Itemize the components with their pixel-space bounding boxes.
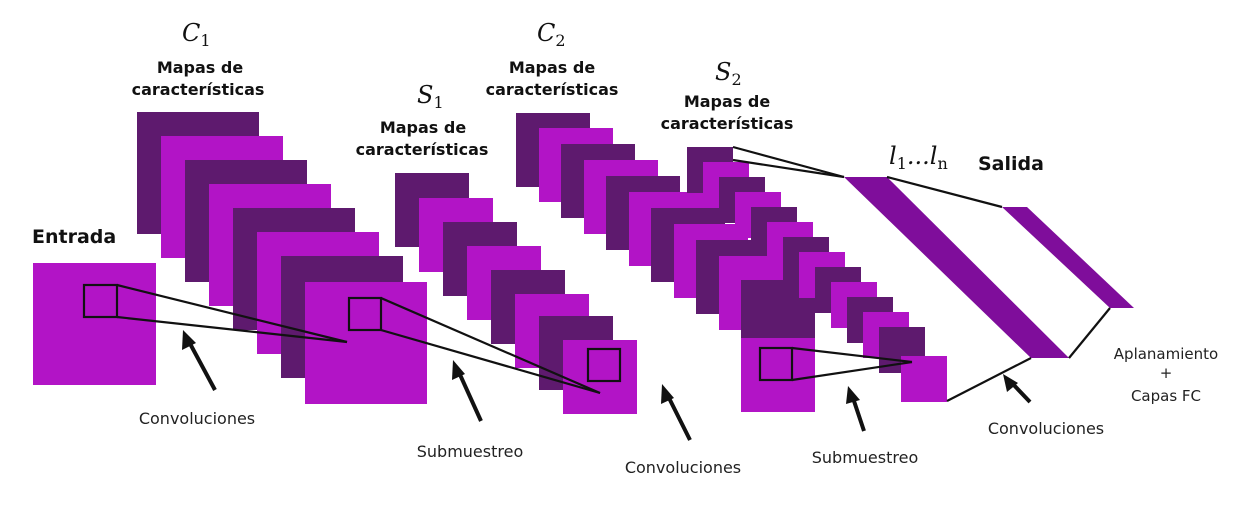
fc-symbol: l1...ln [889, 142, 948, 173]
c1-feature-map-stack [137, 112, 427, 404]
flatten-line2: Capas FC [1131, 387, 1201, 405]
s2-feature-map-stack [687, 147, 947, 402]
c2-symbol: C2 [537, 19, 566, 50]
c1-line1: Mapas de [157, 58, 244, 77]
s1-feature-map-stack [395, 173, 637, 414]
c1-symbol: C1 [182, 19, 211, 50]
output-layer [1002, 207, 1134, 308]
c2-line1: Mapas de [509, 58, 596, 77]
s2-line2: características [661, 114, 794, 133]
input-title: Entrada [32, 226, 116, 248]
flatten-line1: Aplanamiento [1114, 345, 1218, 363]
c1-line2: características [132, 80, 265, 99]
c2-feature-map-stack [516, 113, 815, 412]
flatten-plus: + [1160, 364, 1173, 382]
input-image [33, 263, 156, 385]
conv3-label: Convoluciones [988, 419, 1104, 438]
output-title: Salida [978, 153, 1044, 175]
sub2-label: Submuestreo [812, 448, 919, 467]
arrows [182, 330, 1032, 441]
conv1-label: Convoluciones [139, 409, 255, 428]
receptive-field-lines [82, 145, 1111, 402]
conv2-label: Convoluciones [625, 458, 741, 477]
s1-line2: características [356, 140, 489, 159]
s2-symbol: S2 [715, 58, 742, 89]
s2-line1: Mapas de [684, 92, 771, 111]
sub1-label: Submuestreo [417, 442, 524, 461]
c2-line2: características [486, 80, 619, 99]
s1-symbol: S1 [417, 81, 444, 112]
flatten-layer [844, 177, 1069, 358]
s1-line1: Mapas de [380, 118, 467, 137]
